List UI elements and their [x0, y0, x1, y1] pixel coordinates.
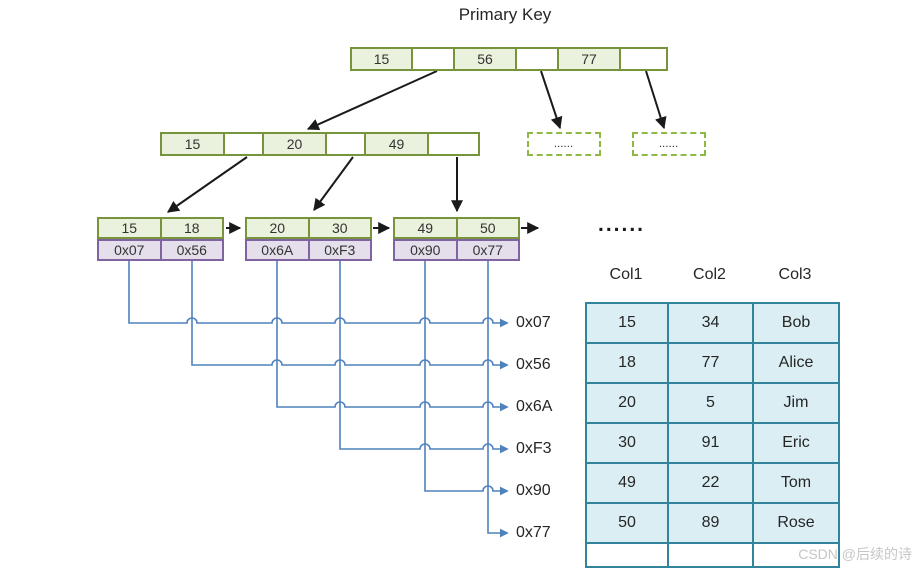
table-cell: Jim — [752, 382, 840, 424]
table-cell: 18 — [585, 342, 669, 384]
pointer-cell — [621, 49, 666, 69]
record-pointer-cell: 0x56 — [161, 241, 222, 259]
key-cell: 49 — [366, 134, 429, 154]
table-header-row: Col1 Col2 Col3 — [585, 266, 838, 284]
pointer-label: 0x77 — [516, 524, 551, 541]
pointer-label: 0x90 — [516, 482, 551, 499]
table-cell: 30 — [585, 422, 669, 464]
record-pointer-cell: 0x90 — [395, 241, 458, 259]
pointer-cell — [413, 49, 455, 69]
ellipsis-text: ...... — [598, 213, 646, 236]
watermark-text: CSDN @后续的诗 — [798, 546, 912, 562]
key-cell: 15 — [99, 219, 162, 237]
record-pointer-cell: 0xF3 — [309, 241, 370, 259]
pointer-line-0x56 — [191, 261, 509, 370]
table-row-partial — [585, 542, 840, 568]
edge-internal-to-leaf-1 — [167, 156, 248, 213]
table-cell: Eric — [752, 422, 840, 464]
table-cell: Bob — [752, 302, 840, 344]
key-cell: 15 — [352, 49, 413, 69]
table-cell: 89 — [667, 502, 754, 544]
table-cell: Tom — [752, 462, 840, 504]
btree-internal-node: 15 20 49 — [160, 132, 480, 156]
pointer-cell — [517, 49, 559, 69]
column-header: Col2 — [693, 266, 726, 283]
table-cell: Alice — [752, 342, 840, 384]
table-row: 15 34 Bob — [585, 302, 840, 344]
pointer-line-0x90 — [424, 261, 509, 496]
key-cell: 20 — [247, 219, 310, 237]
page-title: Primary Key — [458, 5, 552, 24]
table-cell: 50 — [585, 502, 669, 544]
table-cell: 49 — [585, 462, 669, 504]
table-row: 50 89 Rose — [585, 502, 840, 544]
table-cell: Rose — [752, 502, 840, 544]
table-cell: 15 — [585, 302, 669, 344]
pointer-line-0x77 — [487, 261, 509, 538]
column-header: Col1 — [609, 266, 643, 283]
key-cell: 20 — [264, 134, 327, 154]
pointer-line-0x6A — [276, 261, 509, 412]
column-header: Col3 — [778, 266, 812, 283]
edge-root-to-internal — [306, 70, 438, 131]
key-cell: 15 — [162, 134, 225, 154]
table-cell: 77 — [667, 342, 754, 384]
pointer-cell — [429, 134, 478, 154]
table-cell: 20 — [585, 382, 669, 424]
table-cell: 5 — [667, 382, 754, 424]
table-row: 20 5 Jim — [585, 382, 840, 424]
table-row: 30 91 Eric — [585, 422, 840, 464]
record-pointer-cell: 0x07 — [99, 241, 162, 259]
pointer-label: 0x6A — [516, 398, 553, 415]
record-pointer-lines — [128, 261, 509, 538]
record-pointer-cell: 0x77 — [457, 241, 518, 259]
record-pointer-cell: 0x6A — [247, 241, 310, 259]
pointer-label: 0xF3 — [516, 440, 552, 457]
table-cell — [667, 542, 754, 568]
edge-root-to-dashed-2 — [645, 70, 667, 130]
dashed-placeholder-node: ...... — [632, 132, 706, 156]
table-cell: 22 — [667, 462, 754, 504]
pointer-line-0xF3 — [339, 261, 509, 454]
table-cell: 34 — [667, 302, 754, 344]
key-cell: 50 — [457, 219, 518, 237]
key-cell: 30 — [309, 219, 370, 237]
edge-root-to-dashed-1 — [540, 70, 563, 130]
dashed-placeholder-node: ...... — [527, 132, 601, 156]
pointer-cell — [327, 134, 366, 154]
data-table: 15 34 Bob 18 77 Alice 20 5 Jim 30 91 Eri… — [585, 302, 840, 568]
pointer-cell — [225, 134, 264, 154]
key-cell: 77 — [559, 49, 621, 69]
edge-internal-to-leaf-2 — [313, 156, 354, 211]
key-cell: 56 — [455, 49, 517, 69]
btree-leaf-node: 49 50 0x90 0x77 — [393, 217, 520, 261]
key-cell: 49 — [395, 219, 458, 237]
table-cell — [752, 542, 840, 568]
btree-leaf-node: 20 30 0x6A 0xF3 — [245, 217, 372, 261]
pointer-line-0x07 — [128, 261, 509, 328]
table-row: 18 77 Alice — [585, 342, 840, 384]
table-cell: 91 — [667, 422, 754, 464]
btree-root-node: 15 56 77 — [350, 47, 668, 71]
pointer-label: 0x07 — [516, 314, 551, 331]
btree-leaf-node: 15 18 0x07 0x56 — [97, 217, 224, 261]
table-cell — [585, 542, 669, 568]
key-cell: 18 — [161, 219, 222, 237]
pointer-label: 0x56 — [516, 356, 551, 373]
table-row: 49 22 Tom — [585, 462, 840, 504]
